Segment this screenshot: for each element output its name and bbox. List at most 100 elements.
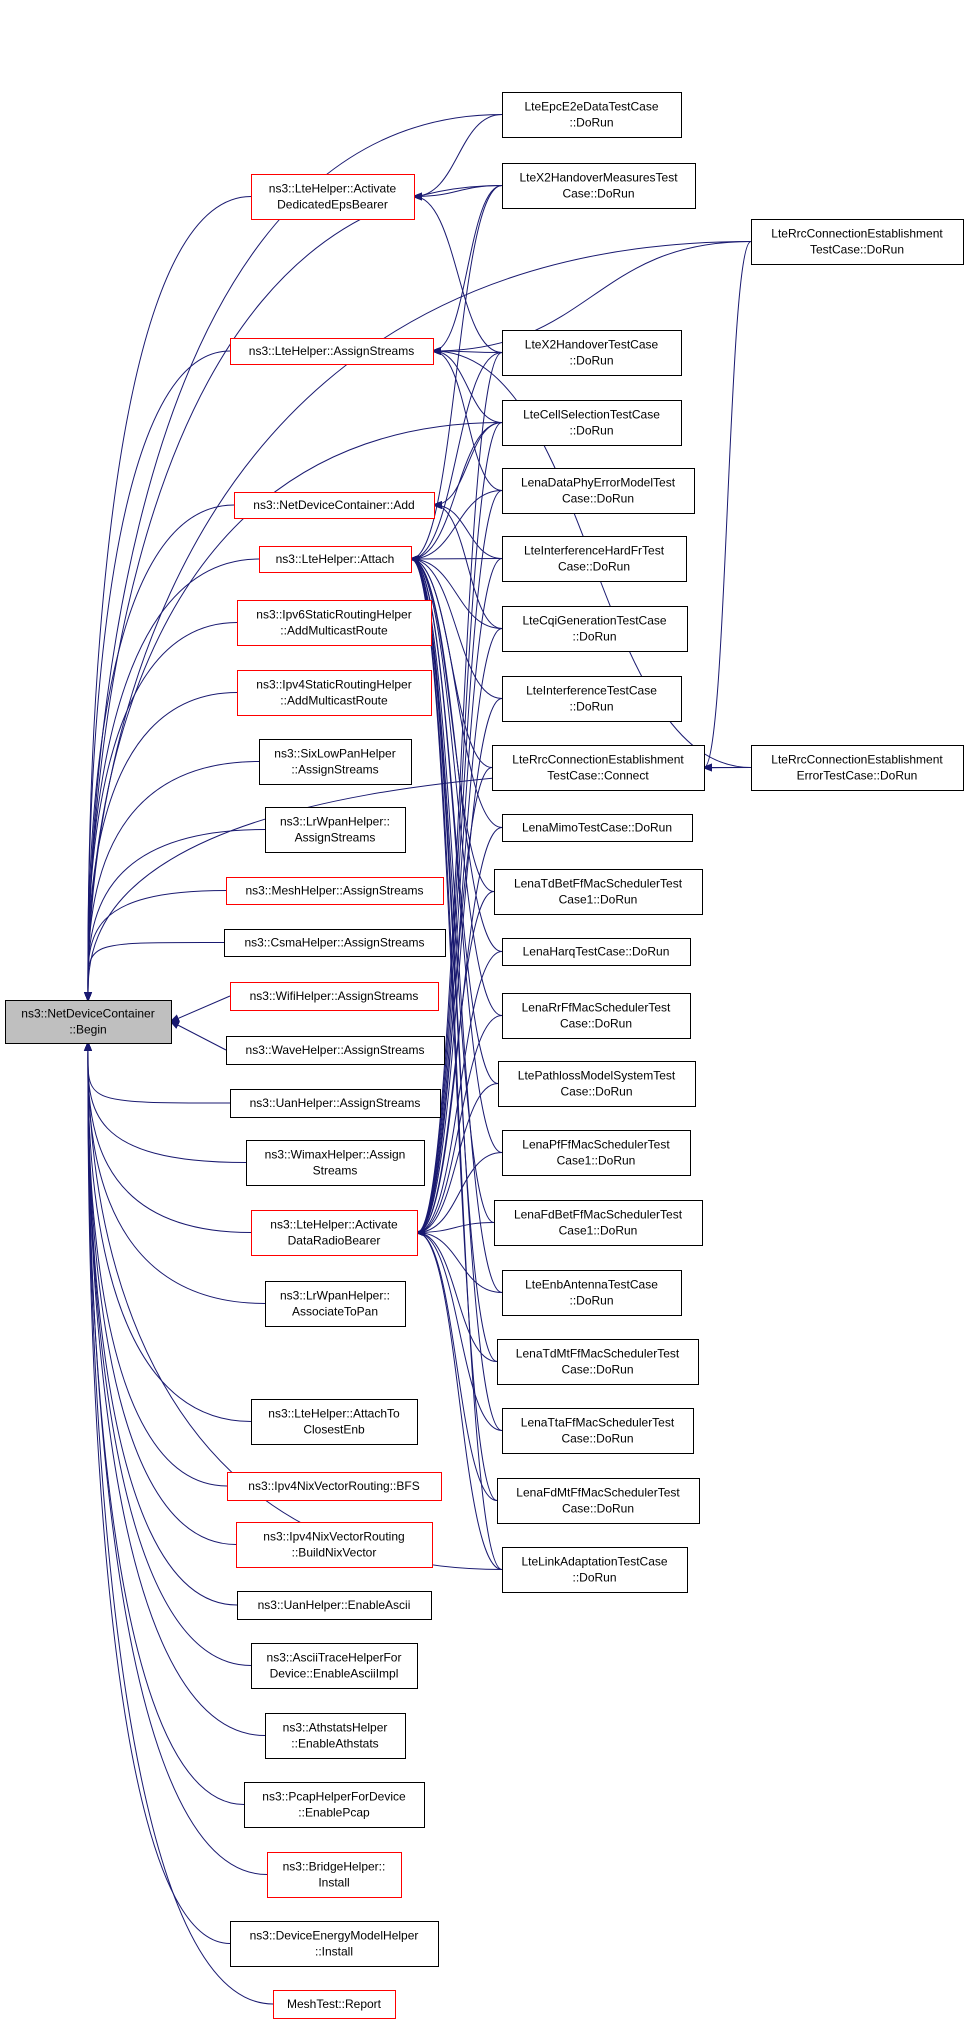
node-label: Device::EnableAsciiImpl — [270, 1667, 399, 1681]
node-asciiTrace[interactable]: ns3::AsciiTraceHelperForDevice::EnableAs… — [251, 1643, 418, 1689]
node-lrwpanAssoc[interactable]: ns3::LrWpanHelper::AssociateToPan — [265, 1281, 406, 1327]
node-label: ::DoRun — [569, 354, 613, 368]
edge-intfHardFr-to-activateDataRadio — [417, 558, 503, 1233]
node-label: ::DoRun — [572, 630, 616, 644]
node-label: LenaTdBetFfMacSchedulerTest — [514, 877, 683, 891]
node-label: DedicatedEpsBearer — [277, 198, 388, 212]
node-lrwpanAssign[interactable]: ns3::LrWpanHelper::AssignStreams — [265, 807, 406, 853]
node-label: ::Begin — [69, 1023, 106, 1037]
node-attach[interactable]: ns3::LteHelper::Attach — [259, 546, 412, 573]
node-ipv4Static[interactable]: ns3::Ipv4StaticRoutingHelper::AddMultica… — [237, 670, 432, 716]
node-harq[interactable]: LenaHarqTestCase::DoRun — [502, 938, 691, 966]
node-nixBuild[interactable]: ns3::Ipv4NixVectorRouting::BuildNixVecto… — [236, 1522, 433, 1568]
node-rrcDoRun[interactable]: LteRrcConnectionEstablishmentTestCase::D… — [751, 219, 964, 265]
node-label: ns3::MeshHelper::AssignStreams — [245, 884, 423, 898]
node-label: Case1::DoRun — [557, 1154, 636, 1168]
node-bridgeInstall[interactable]: ns3::BridgeHelper::Install — [267, 1852, 402, 1898]
edge-dataPhyErr-to-activateDataRadio — [417, 490, 503, 1233]
node-cqiGen[interactable]: LteCqiGenerationTestCase::DoRun — [502, 606, 688, 652]
node-label: LenaFdBetFfMacSchedulerTest — [514, 1208, 683, 1222]
node-label: ns3::PcapHelperForDevice — [262, 1790, 406, 1804]
node-linkAdapt[interactable]: LteLinkAdaptationTestCase::DoRun — [502, 1547, 688, 1593]
node-label: ns3::LteHelper::Activate — [270, 1218, 398, 1232]
node-athstats[interactable]: ns3::AthstatsHelper::EnableAthstats — [265, 1713, 406, 1759]
node-wimaxAssign[interactable]: ns3::WimaxHelper::AssignStreams — [246, 1140, 425, 1186]
node-label: ::EnableAthstats — [291, 1737, 378, 1751]
node-wifiAssign[interactable]: ns3::WifiHelper::AssignStreams — [230, 982, 439, 1011]
node-sixLowPan[interactable]: ns3::SixLowPanHelper::AssignStreams — [259, 739, 412, 785]
node-root[interactable]: ns3::NetDeviceContainer::Begin — [5, 1000, 172, 1044]
node-label: ns3::UanHelper::AssignStreams — [250, 1096, 421, 1110]
node-label: LtePathlossModelSystemTest — [518, 1069, 676, 1083]
node-label: LenaDataPhyErrorModelTest — [521, 476, 676, 490]
edge-wifiAssign-to-root — [171, 995, 231, 1022]
node-rrcErrDoRun[interactable]: LteRrcConnectionEstablishmentErrorTestCa… — [751, 745, 964, 791]
edge-uanAscii-to-root — [88, 1043, 238, 1606]
edge-x2Ho-to-activateDataRadio — [417, 352, 503, 1233]
node-uanAssign[interactable]: ns3::UanHelper::AssignStreams — [230, 1089, 441, 1118]
edge-tdMt-to-activateDataRadio — [417, 1233, 498, 1362]
node-label: TestCase::DoRun — [810, 243, 904, 257]
node-intfTest[interactable]: LteInterferenceTestCase::DoRun — [502, 676, 682, 722]
node-meshReport[interactable]: MeshTest::Report — [273, 1990, 396, 2019]
edge-x2Ho-to-attach — [411, 352, 503, 560]
node-pcapHelper[interactable]: ns3::PcapHelperForDevice::EnablePcap — [244, 1782, 425, 1828]
edge-dataPhyErr-to-attach — [411, 490, 503, 560]
node-uanAscii[interactable]: ns3::UanHelper::EnableAscii — [237, 1591, 432, 1620]
edges-layer — [88, 114, 752, 2005]
node-label: Case1::DoRun — [559, 893, 638, 907]
edge-fdMt-to-activateDataRadio — [417, 1233, 498, 1501]
node-label: ::DoRun — [569, 116, 613, 130]
edge-x2HoMeasures-to-attach — [411, 185, 503, 560]
edge-asciiTrace-to-root — [88, 1043, 252, 1666]
edge-uanAssign-to-root — [88, 1043, 231, 1104]
edge-tdBet-to-activateDataRadio — [417, 891, 495, 1233]
node-waveAssign[interactable]: ns3::WaveHelper::AssignStreams — [226, 1036, 445, 1065]
node-epcE2e[interactable]: LteEpcE2eDataTestCase::DoRun — [502, 92, 682, 138]
edge-fdBet-to-activateDataRadio — [417, 1222, 495, 1233]
edge-meshReport-to-root — [88, 1043, 274, 2005]
edge-lrwpanAssign-to-root — [88, 829, 266, 1001]
node-x2Ho[interactable]: LteX2HandoverTestCase::DoRun — [502, 330, 682, 376]
node-rrcConnect[interactable]: LteRrcConnectionEstablishmentTestCase::C… — [492, 745, 705, 791]
node-label: MeshTest::Report — [287, 1997, 382, 2011]
node-activateDedicated[interactable]: ns3::LteHelper::ActivateDedicatedEpsBear… — [251, 174, 415, 220]
node-enbAntenna[interactable]: LteEnbAntennaTestCase::DoRun — [502, 1270, 682, 1316]
node-label: LteRrcConnectionEstablishment — [771, 753, 943, 767]
node-nixBFS[interactable]: ns3::Ipv4NixVectorRouting::BFS — [227, 1472, 442, 1501]
edge-harq-to-attach — [411, 559, 503, 952]
edge-cellSel-to-root — [88, 422, 503, 1001]
node-label: ns3::Ipv6StaticRoutingHelper — [256, 608, 411, 622]
node-label: ns3::AthstatsHelper — [283, 1721, 388, 1735]
node-mimo[interactable]: LenaMimoTestCase::DoRun — [502, 814, 693, 842]
edge-x2HoMeasures-to-assignStreamsLte — [433, 185, 503, 352]
node-csmaAssign[interactable]: ns3::CsmaHelper::AssignStreams — [224, 929, 446, 957]
node-label: LteInterferenceHardFrTest — [524, 544, 665, 558]
edge-ndcAdd-to-root — [88, 504, 235, 1000]
edge-rrcConnect-to-activateDataRadio — [417, 767, 493, 1233]
node-meshAssign[interactable]: ns3::MeshHelper::AssignStreams — [226, 877, 444, 905]
node-energyInstall[interactable]: ns3::DeviceEnergyModelHelper::Install — [230, 1921, 439, 1967]
node-assignStreamsLte[interactable]: ns3::LteHelper::AssignStreams — [230, 338, 434, 365]
node-ipv6Static[interactable]: ns3::Ipv6StaticRoutingHelper::AddMultica… — [237, 600, 432, 646]
node-label: LenaFdMtFfMacSchedulerTest — [516, 1486, 680, 1500]
node-label: ns3::LteHelper::Activate — [269, 182, 397, 196]
node-ndcAdd[interactable]: ns3::NetDeviceContainer::Add — [234, 492, 435, 519]
node-label: ::AddMulticastRoute — [280, 624, 388, 638]
edge-cellSel-to-activateDataRadio — [417, 422, 503, 1233]
node-cellSel[interactable]: LteCellSelectionTestCase::DoRun — [502, 400, 682, 446]
